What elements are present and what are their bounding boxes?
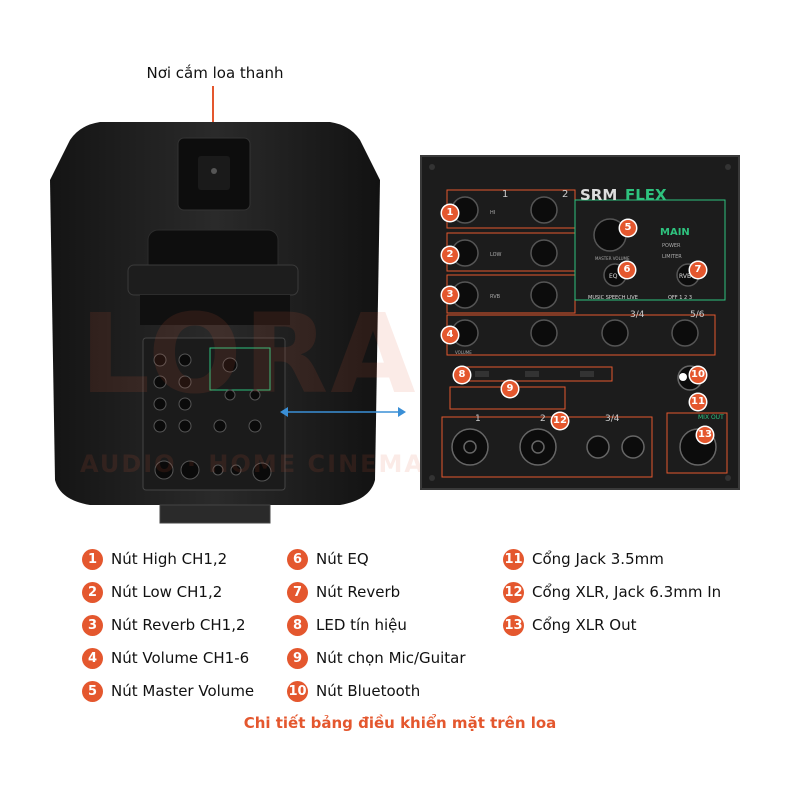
legend-item-1: 1 Nút High CH1,2 [82,548,227,570]
legend-num: 1 [82,548,103,570]
ch2-top: 2 [562,189,568,200]
callout-badge-9: 9 [502,381,518,397]
legend-num: 13 [503,614,524,636]
speaker-photo [50,122,380,524]
brand-left: SRM [580,186,617,204]
control-panel-zoom: SRM FLEX MAIN POWER LIMITER MASTER VOLUM… [420,155,740,490]
legend-item-8: 8 LED tín hiệu [287,614,407,636]
callout-badge-10: 10 [690,367,706,383]
ch34-top: 3/4 [630,310,645,320]
low-label: LOW [490,252,502,258]
legend-item-6: 6 Nút EQ [287,548,369,570]
legend-item-10: 10 Nút Bluetooth [287,680,420,702]
legend-num: 3 [82,614,103,636]
legend-item-5: 5 Nút Master Volume [82,680,254,702]
brand-right: FLEX [625,186,667,204]
callout-badge-2: 2 [442,247,458,263]
legend-text: Nút High CH1,2 [111,550,228,568]
legend-text: Nút Master Volume [111,682,255,700]
volume-label: VOLUME [455,350,472,355]
ch34-bottom: 3/4 [605,414,620,424]
power-label: POWER [662,243,681,249]
mix-out-label: MIX OUT [698,414,724,421]
double-arrow-icon [280,407,406,417]
callout-badge-12: 12 [552,413,568,429]
legend-text: Nút EQ [316,550,369,568]
legend-num: 4 [82,647,103,669]
master-label: MASTER VOLUME [595,256,630,261]
legend-text: LED tín hiệu [316,616,407,634]
legend-num: 7 [287,581,308,603]
legend-text: Nút Reverb CH1,2 [111,616,246,634]
legend-item-11: 11 Cổng Jack 3.5mm [503,548,664,570]
legend-num: 10 [287,680,308,702]
legend-item-12: 12 Cổng XLR, Jack 6.3mm In [503,581,721,603]
legend-num: 8 [287,614,308,636]
legend-item-7: 7 Nút Reverb [287,581,400,603]
legend-text: Nút chọn Mic/Guitar [316,649,466,667]
hi-label: HI [490,210,495,216]
caption: Chi tiết bảng điều khiển mặt trên loa [243,714,557,732]
legend-text: Nút Reverb [316,583,401,601]
legend-item-13: 13 Cổng XLR Out [503,614,636,636]
main-label: MAIN [660,227,690,238]
legend-num: 9 [287,647,308,669]
callout-badge-7: 7 [690,262,706,278]
rvb-modes: OFF 1 2 3 [668,295,692,301]
callout-badge-11: 11 [690,394,706,410]
limiter-label: LIMITER [662,254,682,260]
legend-item-3: 3 Nút Reverb CH1,2 [82,614,246,636]
legend-item-4: 4 Nút Volume CH1-6 [82,647,249,669]
ch2-bottom: 2 [540,414,546,424]
rvb-label: RVB [679,273,691,280]
legend-num: 11 [503,548,524,570]
legend-text: Cổng XLR, Jack 6.3mm In [532,583,722,601]
legend-text: Nút Bluetooth [316,682,421,700]
callout-badge-4: 4 [442,327,458,343]
callout-badge-8: 8 [454,367,470,383]
ch56-top: 5/6 [690,310,705,320]
callout-badge-13: 13 [697,427,713,443]
rvb-ch-label: RVB [490,294,501,300]
legend-text: Cổng XLR Out [532,616,637,634]
legend-num: 6 [287,548,308,570]
ch1-bottom: 1 [475,414,481,424]
eq-label: EQ [609,273,618,280]
callout-badge-5: 5 [620,220,636,236]
watermark-large: LORA [80,290,418,418]
legend-item-9: 9 Nút chọn Mic/Guitar [287,647,466,669]
legend-num: 12 [503,581,524,603]
callout-badge-6: 6 [619,262,635,278]
legend-text: Nút Volume CH1-6 [111,649,250,667]
eq-modes: MUSIC SPEECH LIVE [588,295,638,301]
ch1-top: 1 [502,189,508,200]
legend-text: Nút Low CH1,2 [111,583,223,601]
legend-text: Cổng Jack 3.5mm [532,550,664,568]
legend-num: 5 [82,680,103,702]
top-label: Nơi cắm loa thanh [146,64,284,82]
main-section-outline [574,199,726,301]
legend-num: 2 [82,581,103,603]
callout-badge-3: 3 [442,287,458,303]
callout-badge-1: 1 [442,205,458,221]
legend-item-2: 2 Nút Low CH1,2 [82,581,222,603]
